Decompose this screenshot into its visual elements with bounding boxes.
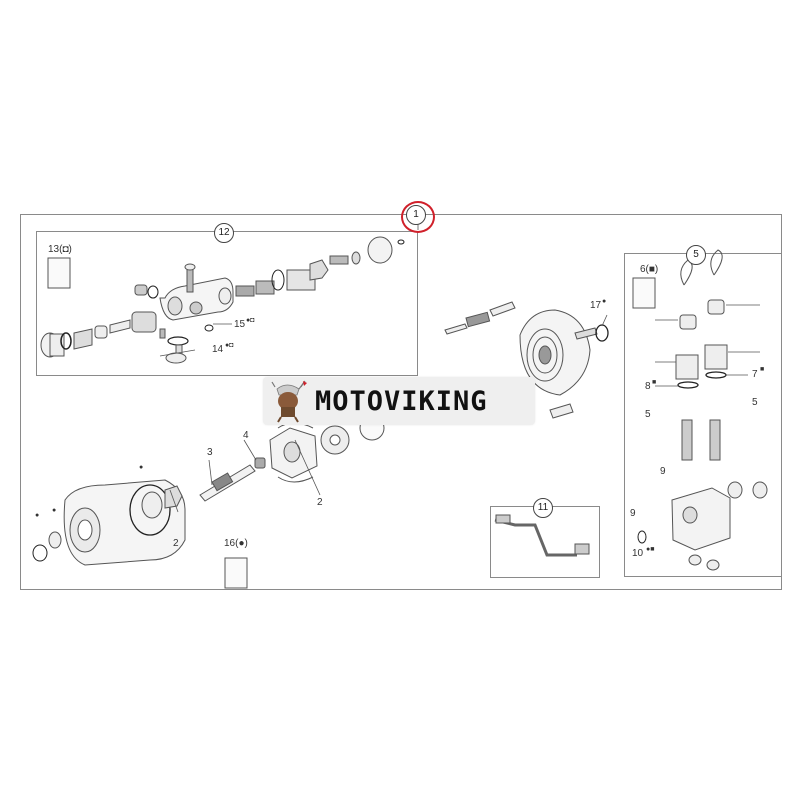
- marker-15: ●◘: [246, 317, 255, 324]
- label-14: 14: [212, 344, 224, 355]
- label-17: 17: [590, 300, 602, 311]
- label-9a: 9: [660, 466, 666, 477]
- label-16: 16(●): [224, 538, 248, 549]
- label-13: 13(◘): [48, 244, 72, 255]
- label-15: 15: [234, 319, 246, 330]
- label-5a: 5: [752, 397, 758, 408]
- label-7: 7: [752, 369, 758, 380]
- marker-17: ●: [602, 298, 607, 305]
- marker-10: ●■: [646, 546, 655, 553]
- marker-oring: ●: [139, 464, 144, 471]
- viking-mascot-icon: [271, 380, 307, 423]
- label-2b: 2: [317, 497, 323, 508]
- marker-14: ●◘: [225, 342, 234, 349]
- marker-housing-b: ●: [52, 507, 57, 514]
- callout-5[interactable]: 5: [686, 245, 706, 265]
- brand-name: MOTOVIKING: [315, 385, 488, 417]
- callout-1[interactable]: 1: [406, 205, 426, 225]
- label-4: 4: [243, 430, 249, 441]
- label-5b: 5: [645, 409, 651, 420]
- marker-housing-a: ●: [35, 512, 40, 519]
- motoviking-watermark: MOTOVIKING: [263, 377, 535, 425]
- label-2a: 2: [173, 538, 179, 549]
- label-3: 3: [207, 447, 213, 458]
- label-10: 10: [632, 548, 644, 559]
- callout-12[interactable]: 12: [214, 223, 234, 243]
- label-8: 8: [645, 381, 651, 392]
- callout-11[interactable]: 11: [533, 498, 553, 518]
- label-9b: 9: [630, 508, 636, 519]
- highlight-ring: [401, 201, 435, 233]
- label-6: 6(■): [640, 264, 659, 275]
- marker-7: ■: [760, 366, 765, 373]
- marker-8: ■: [652, 379, 657, 386]
